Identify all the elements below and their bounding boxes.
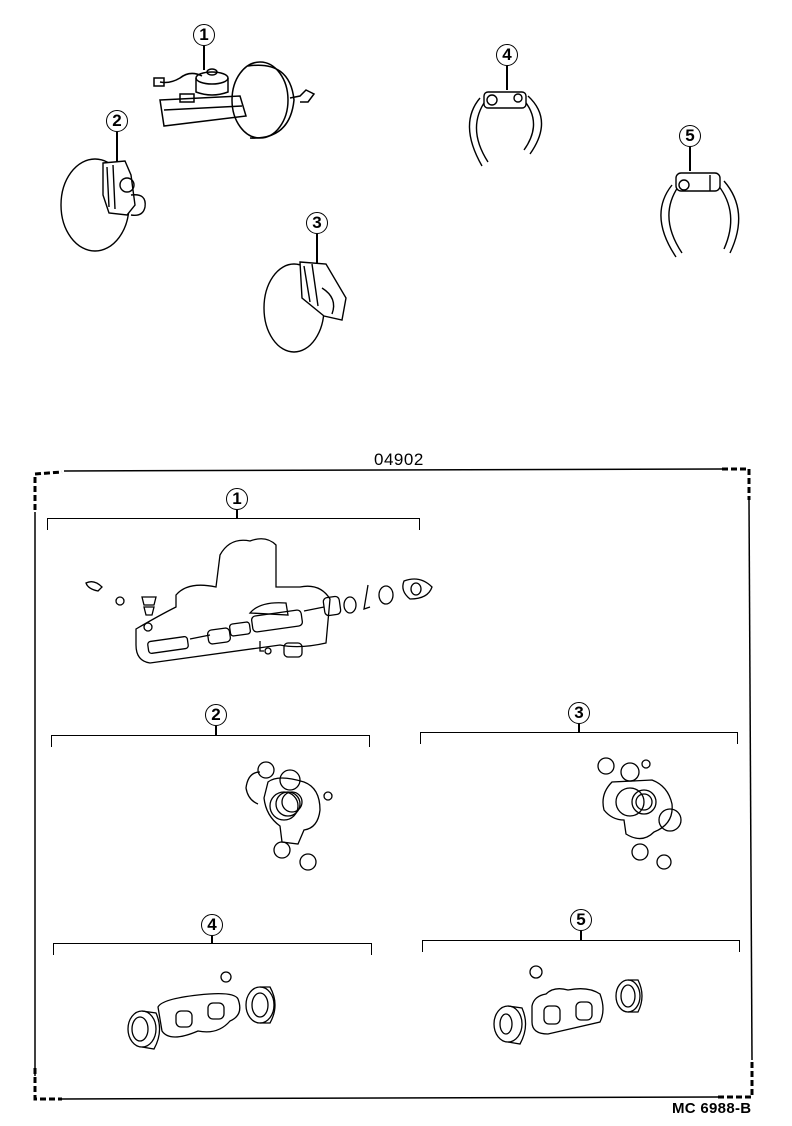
callout-3: 3: [306, 212, 328, 234]
kit-callout-1: 1: [226, 488, 248, 510]
wheel-cylinder-kit-4-parts: [127, 971, 276, 1050]
master-cylinder-kit-parts: [85, 538, 433, 664]
leader-line-3: [316, 234, 318, 264]
leader-line-1: [203, 46, 205, 70]
master-cylinder-booster-drawing: [153, 61, 316, 139]
kit-stem-4: [211, 936, 213, 943]
kit-callout-2: 2: [205, 704, 227, 726]
kit-bracket-1: [47, 518, 420, 530]
kit-callout-5: 5: [570, 909, 592, 931]
kit-bracket-2: [51, 735, 370, 747]
caliper-kit-2-parts: [245, 761, 333, 871]
kit-stem-3: [578, 724, 580, 732]
rear-drum-5-drawing: [660, 172, 740, 258]
kit-bracket-5: [422, 940, 740, 952]
kit-bracket-3: [420, 732, 738, 744]
kit-bracket-4: [53, 943, 372, 955]
callout-1: 1: [193, 24, 215, 46]
front-caliper-3-drawing: [263, 261, 347, 353]
caliper-kit-3-parts: [597, 757, 682, 870]
kit-stem-1: [236, 510, 238, 518]
kit-callout-4: 4: [201, 914, 223, 936]
leader-line-5: [689, 147, 691, 171]
kit-stem-5: [580, 931, 582, 940]
kit-callout-3: 3: [568, 702, 590, 724]
front-caliper-2-drawing: [60, 158, 146, 252]
drawing-reference-code: MC 6988-B: [672, 1100, 752, 1117]
wheel-cylinder-kit-5-parts: [493, 965, 643, 1045]
kit-part-number: 04902: [374, 450, 424, 469]
callout-5: 5: [679, 125, 701, 147]
rear-drum-4-drawing: [468, 91, 543, 167]
leader-line-2: [116, 132, 118, 162]
callout-4: 4: [496, 44, 518, 66]
callout-2: 2: [106, 110, 128, 132]
kit-stem-2: [215, 726, 217, 735]
leader-line-4: [506, 66, 508, 90]
